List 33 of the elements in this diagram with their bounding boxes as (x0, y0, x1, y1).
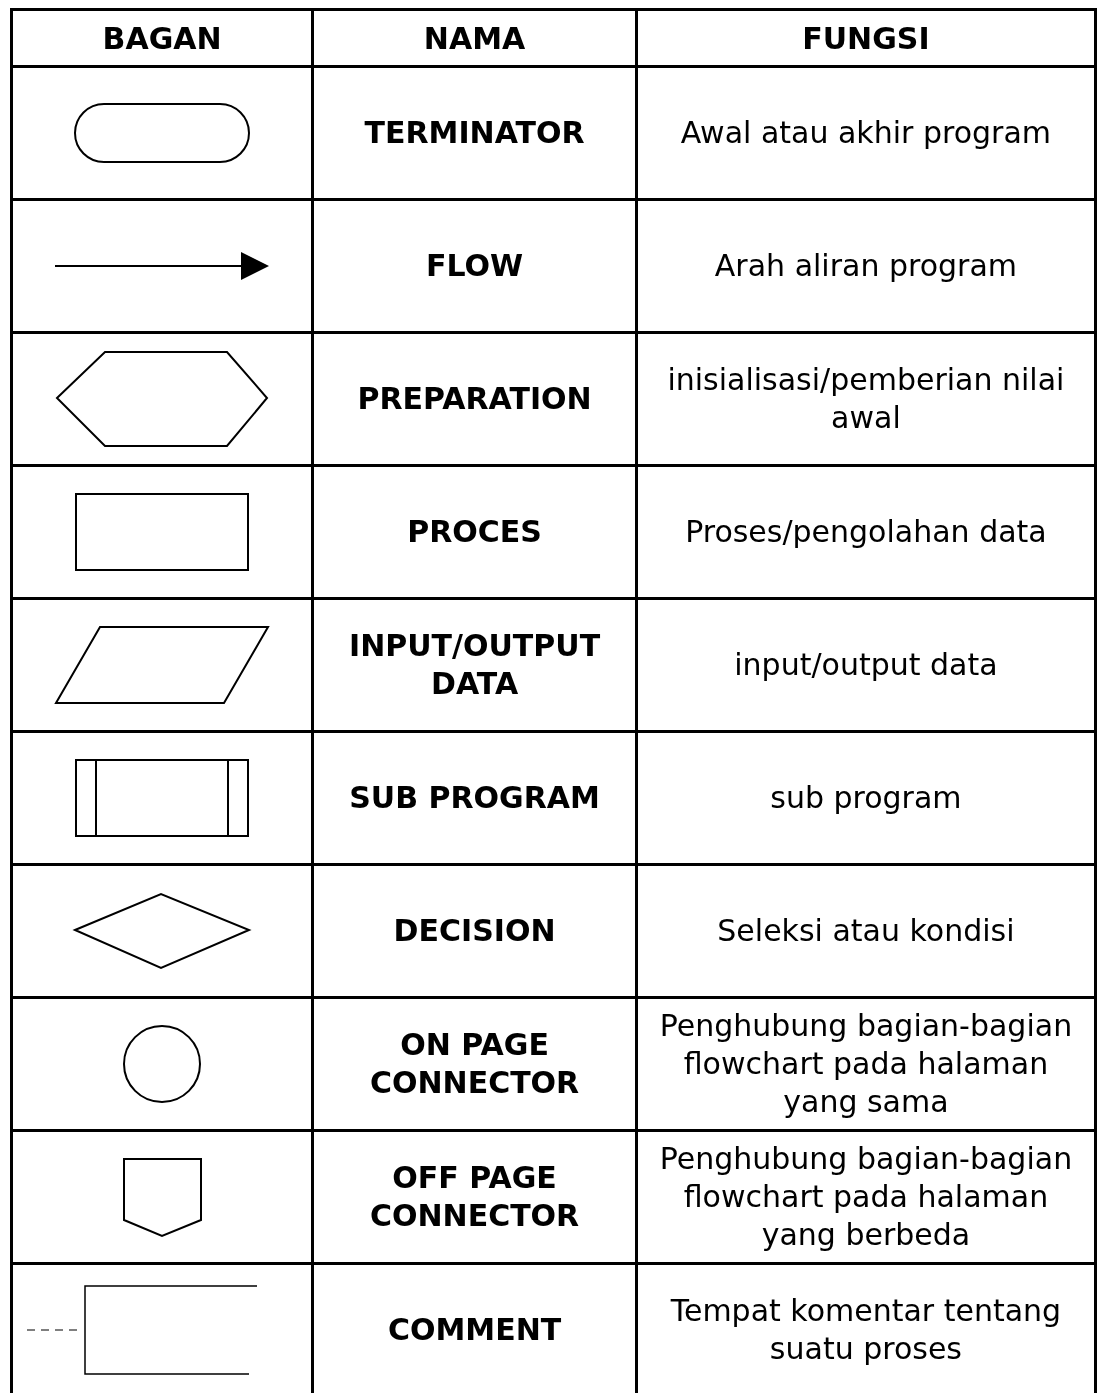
symbol-name: PROCES (407, 514, 542, 549)
symbol-name: COMMENT (387, 1312, 562, 1347)
symbol-name: PREPARATION (357, 381, 592, 416)
symbol-description: Penghubung bagian-bagian flowchart pada halaman yang berbeda (659, 1141, 1073, 1252)
symbol-description: Arah aliran program (714, 248, 1017, 283)
connector-circle-symbol (122, 1024, 203, 1104)
column-header: BAGAN (102, 20, 222, 56)
symbol-description: input/output data (734, 647, 998, 682)
symbol-name: TERMINATOR (364, 115, 585, 150)
column-header: NAMA (423, 20, 526, 56)
symbol-name: DECISION (393, 913, 556, 948)
symbol-name: OFF PAGE CONNECTOR (369, 1160, 580, 1233)
symbol-description: Tempat komentar tentang suatu proses (670, 1293, 1062, 1366)
flow-arrow-symbol (55, 252, 270, 280)
symbol-description: Awal atau akhir program (680, 115, 1052, 150)
terminator-symbol (73, 102, 252, 164)
comment-symbol (27, 1284, 257, 1376)
symbol-description: Proses/pengolahan data (685, 514, 1047, 549)
subprogram-symbol (74, 758, 251, 838)
symbol-description: sub program (770, 780, 962, 815)
symbol-name: ON PAGE CONNECTOR (369, 1027, 580, 1100)
symbol-name: INPUT/OUTPUT DATA (348, 628, 601, 701)
off-page-connector-symbol (121, 1156, 203, 1238)
symbol-name: SUB PROGRAM (349, 780, 600, 815)
decision-symbol (73, 892, 252, 970)
process-symbol (74, 492, 251, 572)
symbol-name: FLOW (426, 248, 524, 283)
input-output-symbol (54, 625, 271, 705)
symbol-description: inisialisasi/pemberian nilai awal (667, 362, 1065, 435)
symbol-description: Penghubung bagian-bagian flowchart pada halaman yang sama (659, 1008, 1073, 1119)
preparation-symbol (55, 350, 270, 448)
symbol-description: Seleksi atau kondisi (717, 913, 1015, 948)
column-header: FUNGSI (802, 20, 930, 56)
